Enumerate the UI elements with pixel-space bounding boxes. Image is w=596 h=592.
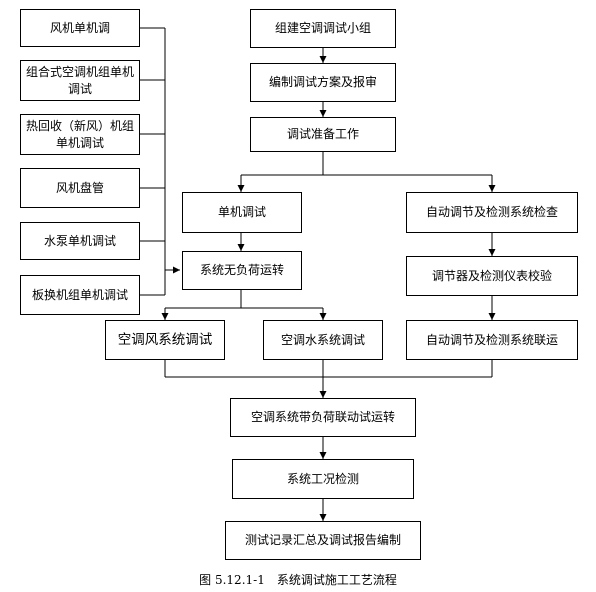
box-form-test-team: 组建空调调试小组 — [250, 9, 396, 48]
box-no-load-run: 系统无负荷运转 — [182, 251, 302, 290]
box-load-joint-run: 空调系统带负荷联动试运转 — [230, 398, 416, 437]
box-single-test: 单机调试 — [182, 192, 302, 233]
box-condition-test: 系统工况检测 — [232, 459, 414, 499]
box-water-system-test: 空调水系统调试 — [263, 320, 383, 360]
box-air-system-test: 空调风系统调试 — [105, 320, 225, 360]
box-prepare-test-plan: 编制调试方案及报审 — [250, 63, 396, 102]
box-ahu-single-test: 组合式空调机组单机调试 — [20, 60, 140, 101]
box-heat-recovery-single-test: 热回收（新风）机组单机调试 — [20, 114, 140, 155]
box-instrument-calibration: 调节器及检测仪表校验 — [406, 256, 578, 296]
box-plate-exchanger-single-test: 板换机组单机调试 — [20, 275, 140, 315]
box-pump-single-test: 水泵单机调试 — [20, 222, 140, 260]
box-fan-single-test: 风机单机调 — [20, 9, 140, 47]
box-report-compilation: 测试记录汇总及调试报告编制 — [225, 521, 421, 560]
figure-caption: 图 5.12.1-1 系统调试施工工艺流程 — [199, 573, 397, 587]
box-fan-coil: 风机盘管 — [20, 168, 140, 208]
box-auto-control-joint-run: 自动调节及检测系统联运 — [406, 320, 578, 360]
box-test-preparation: 调试准备工作 — [250, 117, 396, 152]
box-auto-control-check: 自动调节及检测系统检查 — [406, 192, 578, 233]
